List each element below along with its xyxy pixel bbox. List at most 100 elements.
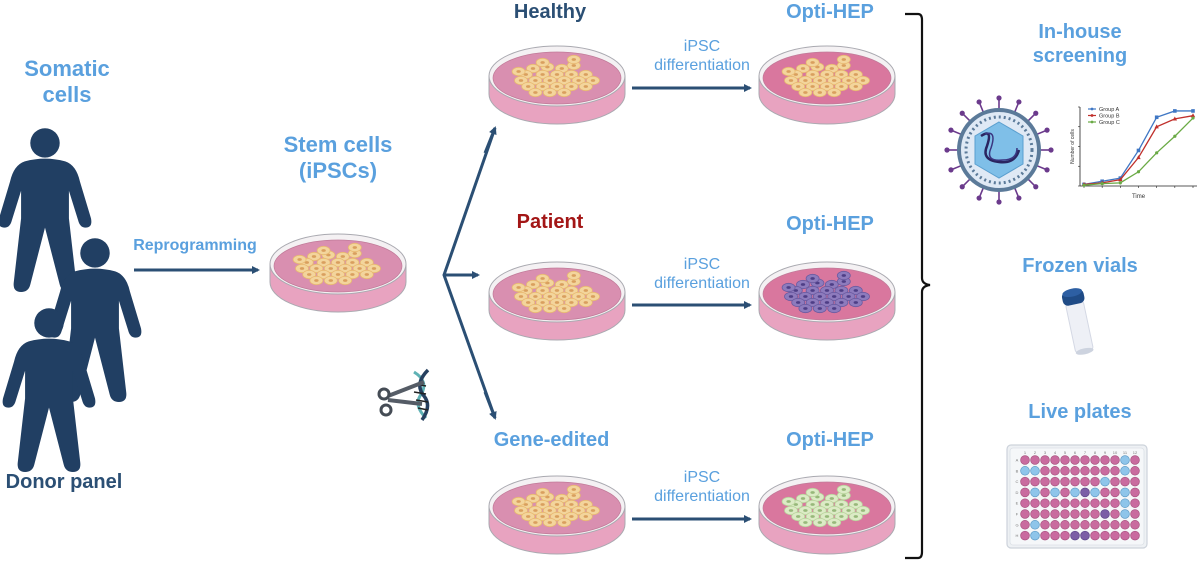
well-B1 xyxy=(1020,466,1030,476)
virus-spike xyxy=(944,147,959,153)
cell xyxy=(338,275,353,286)
cell xyxy=(557,291,572,302)
cell xyxy=(307,251,321,262)
plate-row-label: C xyxy=(1016,479,1019,484)
well-F3 xyxy=(1040,509,1050,519)
cell xyxy=(526,493,540,504)
well-H8 xyxy=(1090,530,1100,541)
data-point xyxy=(1136,170,1141,174)
well-D5 xyxy=(1060,487,1070,498)
well-B4 xyxy=(1050,466,1060,476)
well-D7 xyxy=(1080,487,1090,498)
well-B2 xyxy=(1030,466,1040,476)
arrow-to-healthy xyxy=(483,126,497,154)
somatic-cells-label: Somatic cells xyxy=(12,56,122,109)
petri-dish-opti-hep-gene-edited xyxy=(758,475,896,555)
plate-col-label: 11 xyxy=(1123,450,1128,455)
cell xyxy=(798,517,813,528)
cell xyxy=(856,291,870,302)
virus-spike xyxy=(996,190,1002,205)
cell xyxy=(820,69,834,80)
cell xyxy=(796,493,810,504)
well-C8 xyxy=(1090,476,1100,487)
cell xyxy=(820,511,834,522)
well-F1 xyxy=(1020,509,1030,519)
cell xyxy=(812,303,827,314)
data-point xyxy=(1154,124,1159,129)
cell xyxy=(535,81,550,92)
cell xyxy=(359,269,374,280)
well-A3 xyxy=(1040,455,1050,465)
cell xyxy=(586,75,600,86)
well-G7 xyxy=(1080,520,1090,530)
cell xyxy=(309,263,324,274)
plate-col-label: 3 xyxy=(1044,450,1047,455)
cell xyxy=(586,291,600,302)
cell xyxy=(316,269,331,280)
cell xyxy=(841,291,856,302)
cell xyxy=(528,87,543,98)
cell xyxy=(535,285,550,296)
well-E7 xyxy=(1080,498,1090,508)
virus-spike xyxy=(976,99,985,114)
cell xyxy=(535,273,550,284)
cell xyxy=(331,269,345,280)
cell xyxy=(812,87,827,98)
cell xyxy=(557,87,572,98)
branch-lines xyxy=(442,127,497,419)
opti-hep-label-2: Opti-HEP xyxy=(786,213,874,235)
cell xyxy=(338,263,353,274)
well-B10 xyxy=(1110,466,1120,476)
cell xyxy=(511,496,526,507)
plate-col-label: 2 xyxy=(1034,450,1037,455)
cell xyxy=(796,279,810,290)
virus-spike xyxy=(1013,99,1022,114)
cell xyxy=(820,285,834,296)
well-B8 xyxy=(1090,466,1100,476)
well-D8 xyxy=(1090,487,1100,498)
cell xyxy=(566,54,581,65)
plate-row-label: F xyxy=(1016,512,1019,517)
well-H2 xyxy=(1030,530,1040,541)
cell xyxy=(528,505,543,516)
well-H11 xyxy=(1120,530,1130,541)
plate-row-label: G xyxy=(1015,522,1018,527)
virus-spike xyxy=(1039,147,1054,153)
cell xyxy=(323,275,338,286)
plate-row-label: D xyxy=(1016,490,1019,495)
data-point xyxy=(1190,113,1196,118)
diff-line-2: differentiation xyxy=(654,275,750,293)
well-C10 xyxy=(1110,476,1120,487)
well-A1 xyxy=(1020,455,1030,465)
cell xyxy=(571,505,586,516)
well-B5 xyxy=(1060,466,1070,476)
cell xyxy=(535,487,550,498)
live-plates-label: Live plates xyxy=(1028,401,1132,423)
somatic-line-1: Somatic xyxy=(24,56,110,81)
cell xyxy=(542,505,557,516)
cell xyxy=(578,81,593,92)
well-C4 xyxy=(1050,476,1060,487)
cell xyxy=(820,297,834,308)
petri-dish-gene-edited xyxy=(488,475,626,555)
cell xyxy=(571,75,586,86)
legend-entry: Group C xyxy=(1088,120,1120,126)
cell xyxy=(550,297,564,308)
cell xyxy=(805,81,820,92)
virus-spike xyxy=(948,127,963,136)
plate-col-label: 12 xyxy=(1133,450,1138,455)
well-E3 xyxy=(1040,498,1050,508)
well-E1 xyxy=(1020,498,1030,508)
cell xyxy=(827,87,842,98)
cell xyxy=(550,285,564,296)
plate-row-label: B xyxy=(1016,468,1019,473)
well-F8 xyxy=(1090,509,1100,519)
cell xyxy=(550,69,564,80)
legend-entry: Group A xyxy=(1088,107,1120,113)
well-B12 xyxy=(1130,466,1140,476)
cell xyxy=(827,517,842,528)
well-C1 xyxy=(1020,476,1030,487)
well-G9 xyxy=(1100,520,1110,530)
well-G5 xyxy=(1060,520,1070,530)
petri-dish-opti-hep-patient xyxy=(758,261,896,341)
